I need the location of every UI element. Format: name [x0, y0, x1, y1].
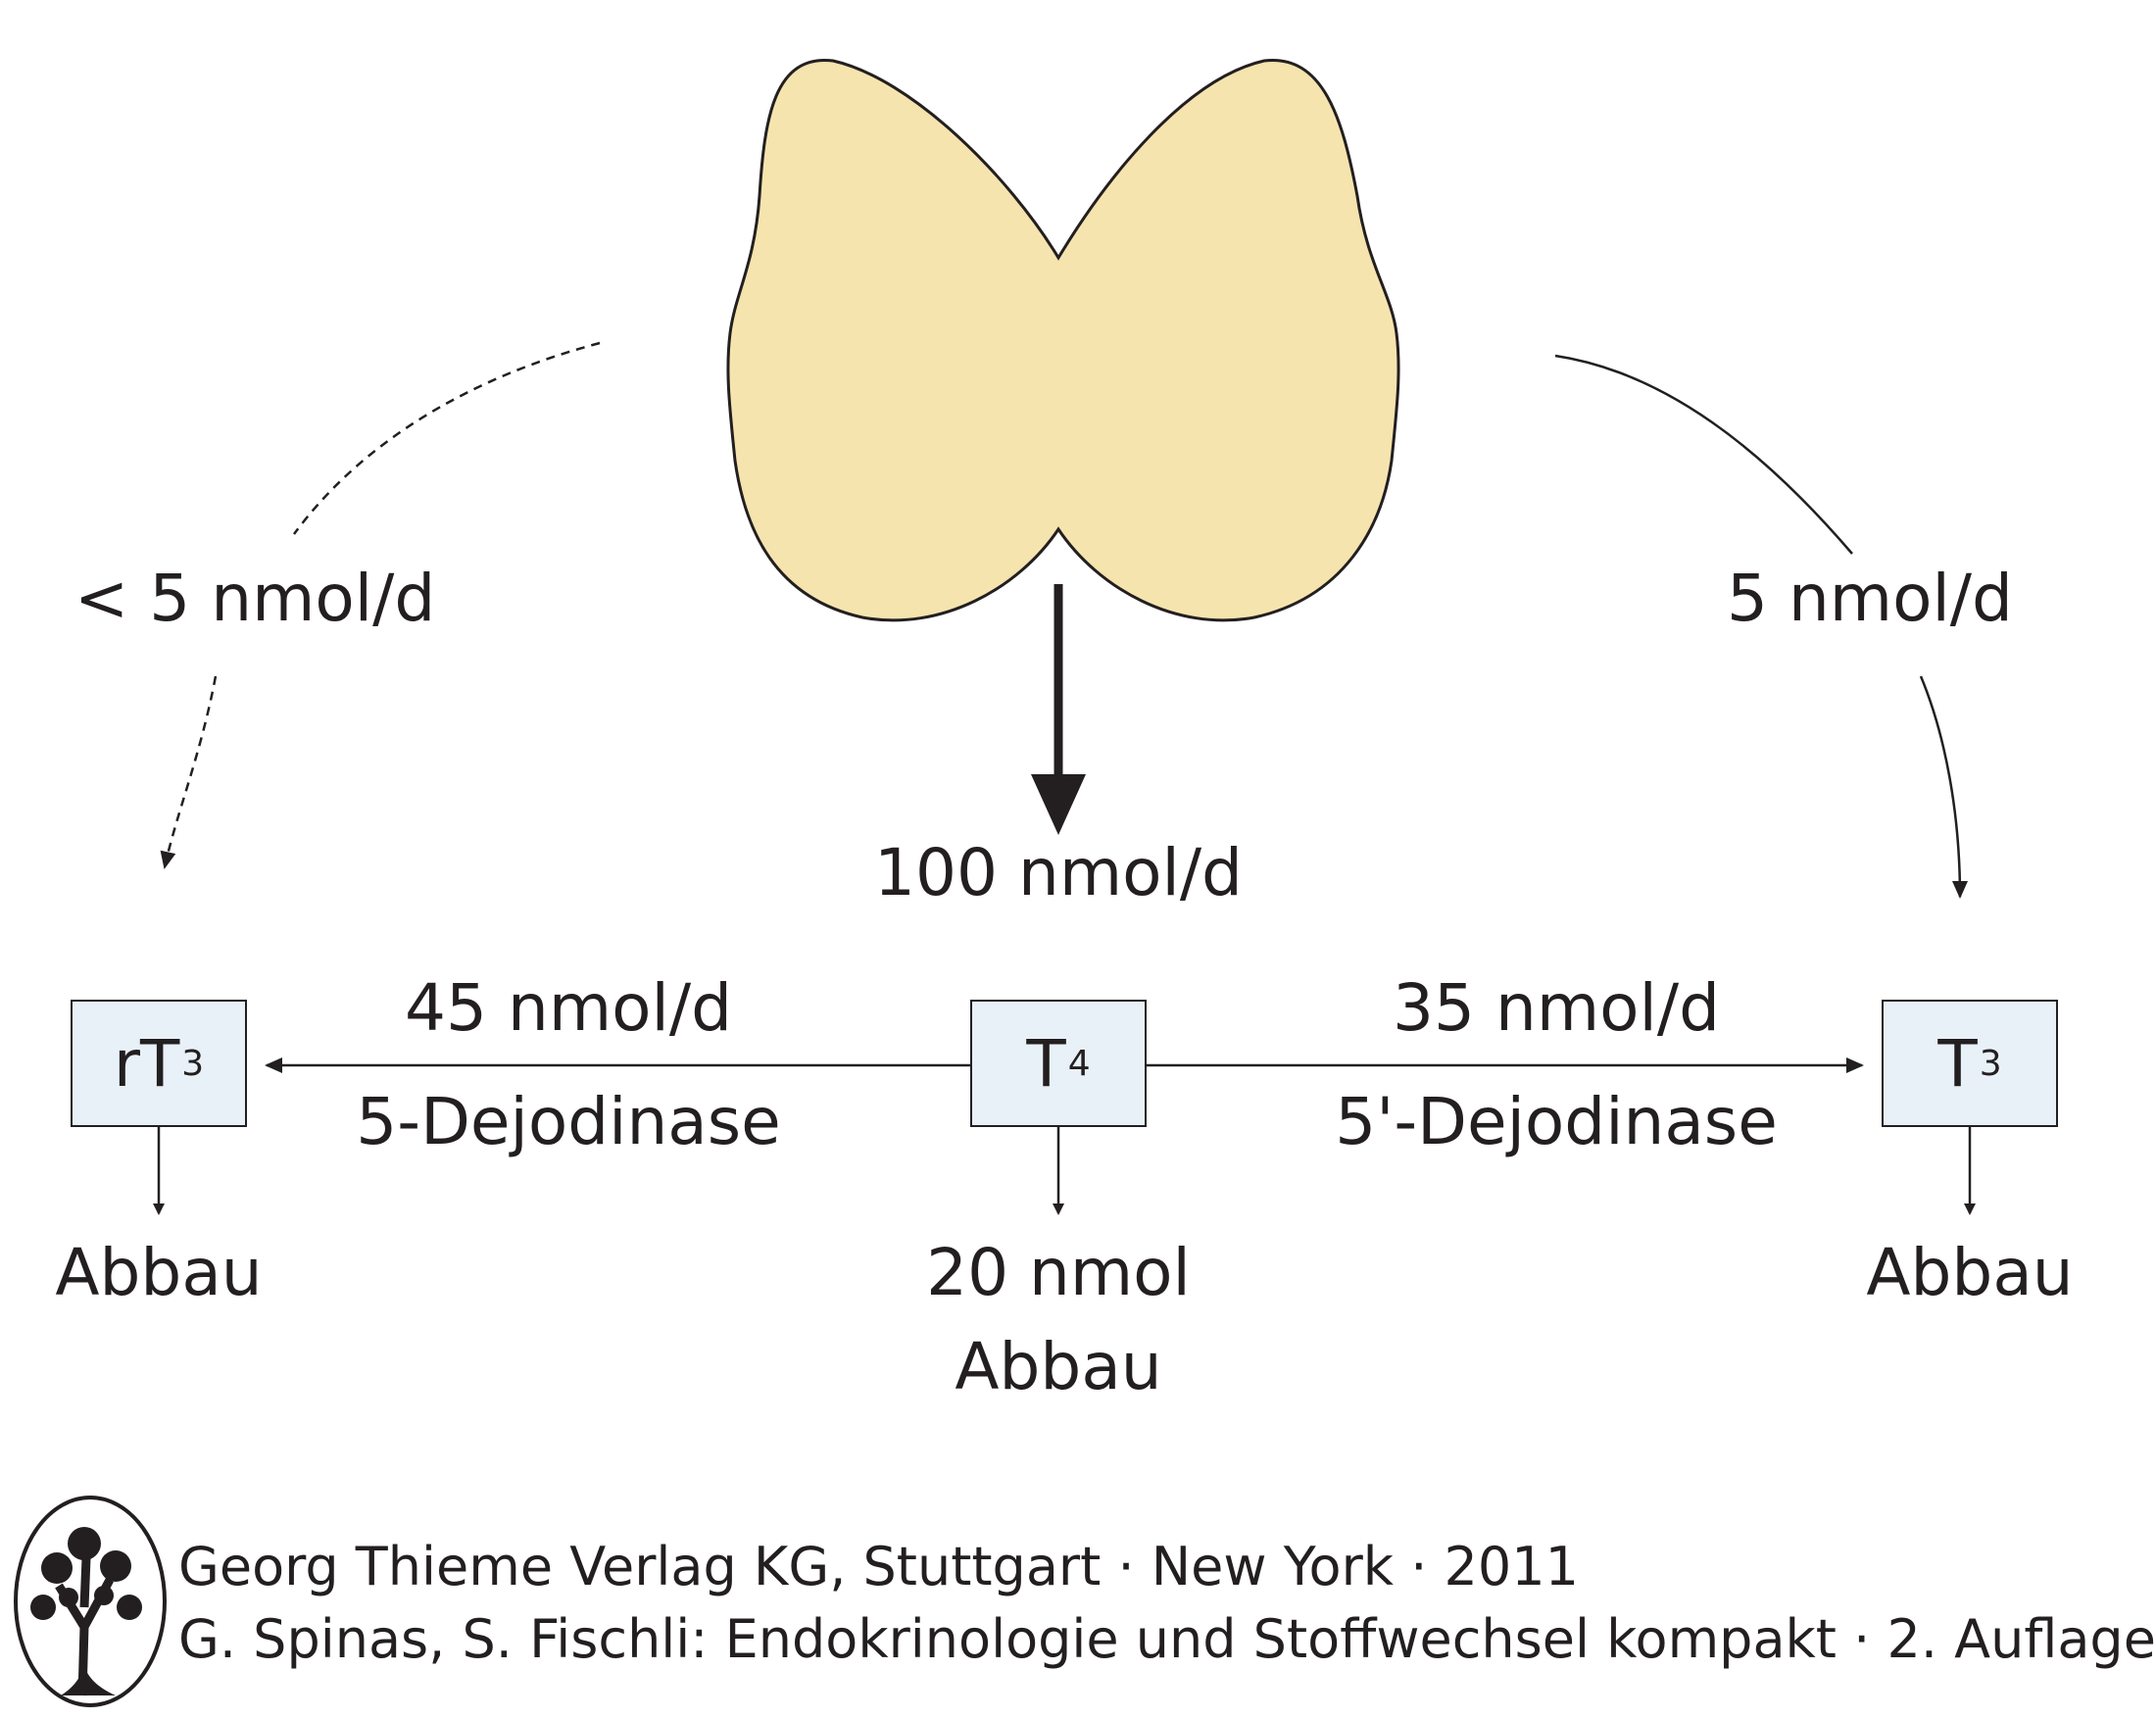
secretion-arrow-t3-upper — [1554, 354, 1853, 555]
rate-label-t3-secretion: 5 nmol/d — [1727, 561, 2013, 636]
thyroid-gland-shape — [726, 59, 1400, 622]
box-t4-subscript: 4 — [1067, 1043, 1091, 1084]
rate-label-t3-conversion: 35 nmol/d — [1393, 970, 1720, 1046]
rate-label-rt3-secretion: < 5 nmol/d — [74, 561, 436, 636]
secretion-arrow-rt3-lower — [160, 675, 218, 869]
secretion-arrow-rt3-upper — [292, 341, 601, 535]
rate-label-rt3-conversion: 45 nmol/d — [405, 970, 732, 1046]
box-t3-subscript: 3 — [1979, 1043, 2002, 1084]
degradation-label-t3: Abbau — [1866, 1235, 2074, 1310]
secretion-arrowhead-t4 — [1031, 774, 1086, 835]
degradation-amount-t4: 20 nmol — [926, 1235, 1191, 1310]
box-t3-label: T — [1937, 1025, 1978, 1102]
enzyme-label-5prime-dejodinase: 5'-Dejodinase — [1335, 1084, 1778, 1159]
secretion-arrow-t3-lower — [1919, 675, 1968, 899]
publisher-logo — [14, 1496, 167, 1707]
box-rt3-subscript: 3 — [181, 1043, 205, 1084]
degradation-label-rt3: Abbau — [55, 1235, 263, 1310]
rate-label-t4-secretion: 100 nmol/d — [874, 835, 1243, 910]
box-t4-label: T — [1026, 1025, 1066, 1102]
box-rt3-label: rT — [113, 1025, 180, 1102]
book-credit-line: G. Spinas, S. Fischli: Endokrinologie un… — [178, 1608, 2156, 1670]
enzyme-label-5-dejodinase: 5-Dejodinase — [356, 1084, 781, 1159]
publisher-credit-line: Georg Thieme Verlag KG, Stuttgart · New … — [178, 1536, 1579, 1597]
degradation-label-t4: Abbau — [955, 1329, 1162, 1404]
